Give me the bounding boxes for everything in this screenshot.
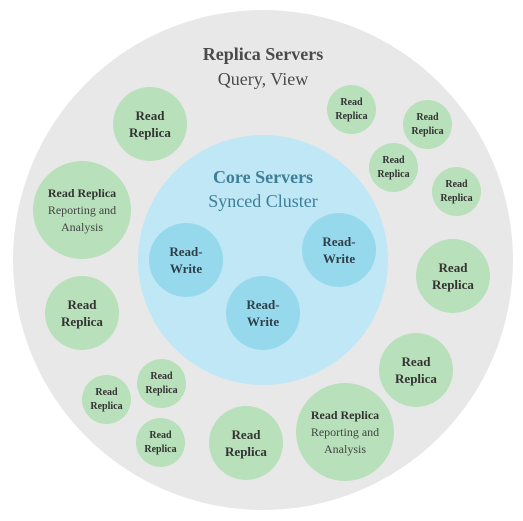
reporting-replica-node: Read Replica Reporting and Analysis <box>296 383 394 481</box>
node-label-line1: Read <box>401 354 431 369</box>
read-replica-node: Read Replica <box>403 100 452 149</box>
node-title: Read Replica <box>310 407 380 422</box>
node-label-line1: Read <box>150 370 173 382</box>
node-subtitle-line1: Reporting and <box>310 424 380 439</box>
replica-servers-subtitle: Query, View <box>217 69 309 89</box>
node-label-line2: Replica <box>144 443 177 455</box>
node-label-line2: Replica <box>61 314 103 329</box>
node-subtitle-line2: Analysis <box>61 219 103 234</box>
node-label-line2: Replica <box>335 110 368 122</box>
reporting-replica-node: Read Replica Reporting and Analysis <box>33 161 131 259</box>
node-label-line2: Write <box>246 314 280 329</box>
node-label-line1: Read <box>382 154 405 166</box>
node-label-line2: Replica <box>129 125 171 140</box>
node-label-line1: Read <box>416 111 439 123</box>
replica-servers-header: Replica Servers Query, View <box>13 42 513 92</box>
read-replica-node: Read Replica <box>136 418 185 467</box>
node-label-line2: Replica <box>90 400 123 412</box>
read-replica-node: Read Replica <box>327 85 376 134</box>
node-label-line1: Read <box>445 178 468 190</box>
read-replica-node: Read Replica <box>45 276 119 350</box>
node-subtitle-line2: Analysis <box>324 441 366 456</box>
node-label-line1: Read <box>95 386 118 398</box>
node-label-line1: Read <box>340 96 363 108</box>
core-servers-header: Core Servers Synced Cluster <box>138 165 388 213</box>
read-replica-node: Read Replica <box>113 87 187 161</box>
node-subtitle-line1: Reporting and <box>47 202 117 217</box>
node-label-line1: Read <box>149 429 172 441</box>
node-label-line1: Read <box>438 260 468 275</box>
node-label-line1: Read- <box>322 234 356 249</box>
read-replica-node: Read Replica <box>432 167 481 216</box>
read-write-node: Read- Write <box>302 213 376 287</box>
read-replica-node: Read Replica <box>137 359 186 408</box>
node-label-line1: Read <box>231 427 261 442</box>
read-write-node: Read- Write <box>226 276 300 350</box>
read-replica-node: Read Replica <box>369 143 418 192</box>
node-label-line2: Replica <box>145 384 178 396</box>
node-label-line1: Read- <box>169 244 203 259</box>
node-title: Read Replica <box>47 185 117 200</box>
node-label-line2: Write <box>169 261 203 276</box>
read-replica-node: Read Replica <box>379 333 453 407</box>
node-label-line1: Read <box>135 108 165 123</box>
node-label-line2: Replica <box>377 168 410 180</box>
node-label-line2: Replica <box>411 125 444 137</box>
read-replica-node: Read Replica <box>209 406 283 480</box>
node-label-line2: Replica <box>395 371 437 386</box>
node-label-line2: Replica <box>225 444 267 459</box>
read-replica-node: Read Replica <box>82 375 131 424</box>
core-servers-subtitle: Synced Cluster <box>208 191 318 211</box>
node-label-line2: Replica <box>432 277 474 292</box>
replica-servers-title: Replica Servers <box>202 44 324 64</box>
node-label-line2: Write <box>322 251 356 266</box>
read-write-node: Read- Write <box>149 223 223 297</box>
node-label-line1: Read <box>67 297 97 312</box>
node-label-line2: Replica <box>440 192 473 204</box>
node-label-line1: Read- <box>246 297 280 312</box>
core-servers-title: Core Servers <box>212 167 314 187</box>
read-replica-node: Read Replica <box>416 239 490 313</box>
